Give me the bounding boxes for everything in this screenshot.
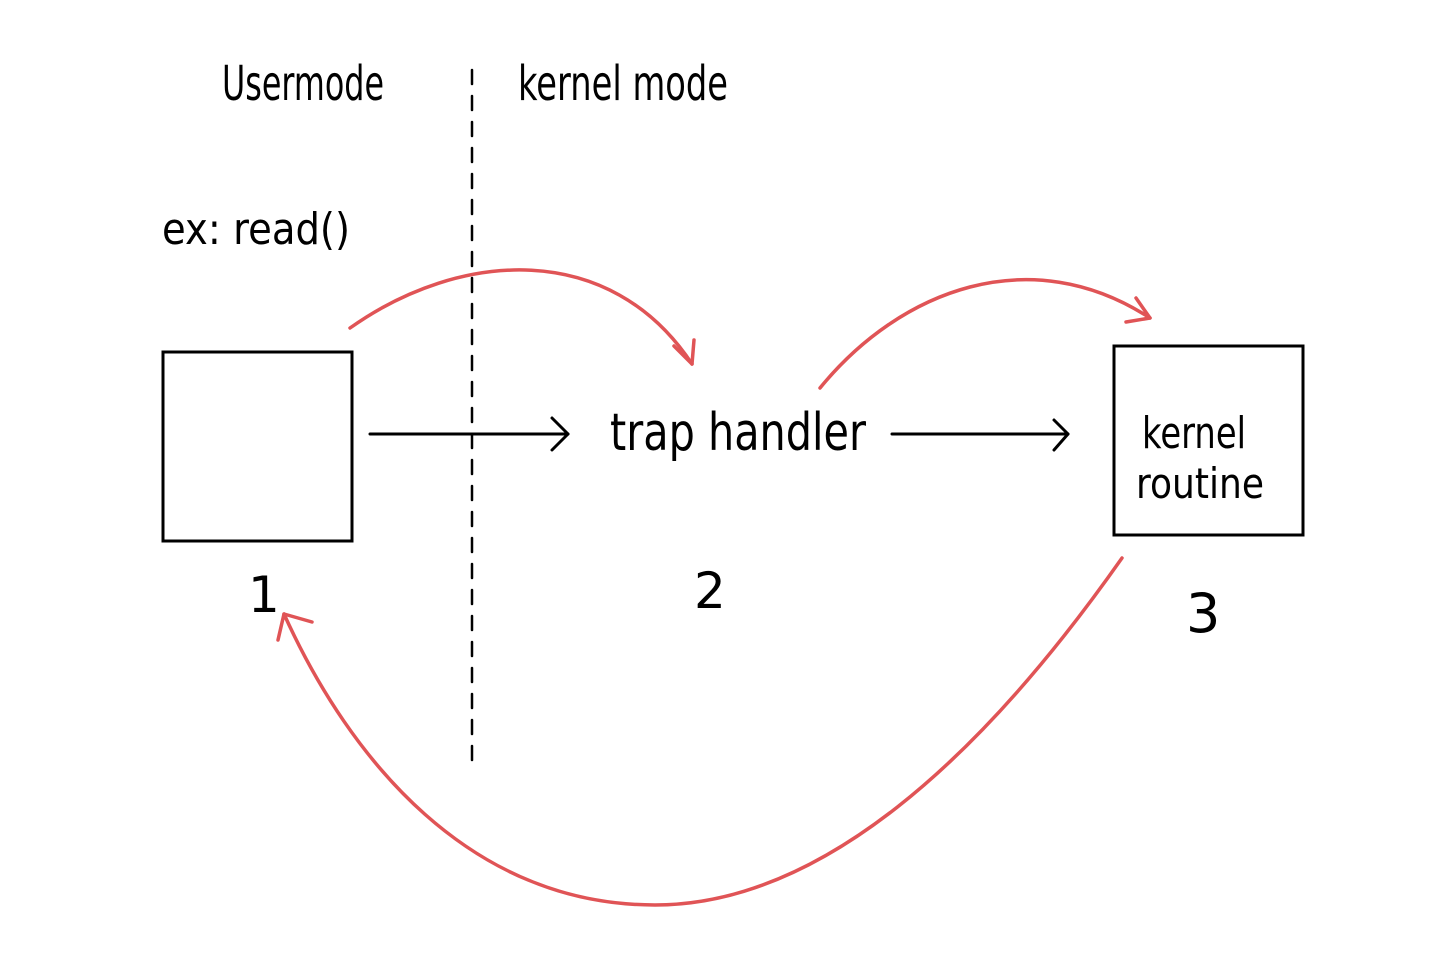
arrow-trap-to-kernel [890, 418, 1070, 452]
kernel-routine-label-line1: kernel [1142, 408, 1246, 459]
kernel-routine-box [1112, 344, 1305, 537]
red-arrow-user-to-trap [348, 268, 696, 366]
kernel-mode-label: kernel mode [518, 56, 728, 112]
arrow-user-to-trap [368, 416, 570, 452]
step-number-1: 1 [248, 566, 280, 624]
user-mode-label: Usermode [222, 56, 384, 112]
red-arrow-kernel-to-user [276, 556, 1124, 907]
kernel-routine-label-line2: routine [1136, 459, 1264, 508]
example-label: ex: read() [162, 204, 350, 255]
step-number-3: 3 [1186, 582, 1220, 645]
step-number-2: 2 [694, 562, 726, 620]
trap-handler-label: trap handler [610, 403, 866, 463]
red-arrow-trap-to-kernel [818, 277, 1152, 390]
user-program-box [161, 350, 354, 543]
